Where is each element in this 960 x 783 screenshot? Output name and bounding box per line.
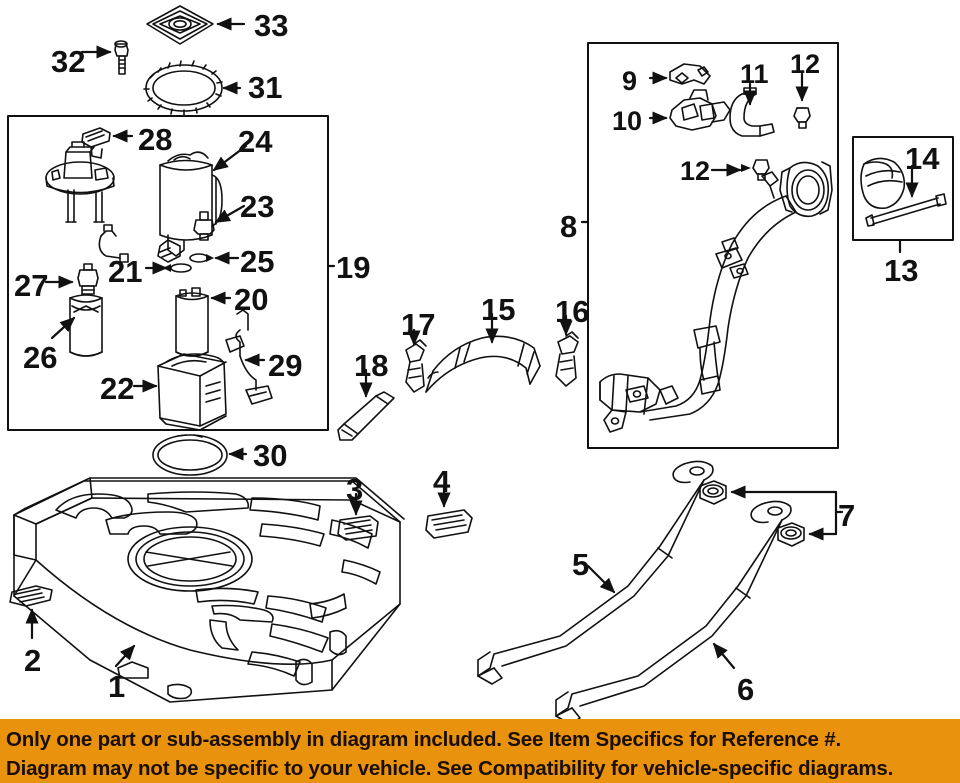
callout-3: 3 (346, 472, 364, 507)
sender-29-part (225, 309, 273, 405)
cover-33-part (146, 5, 214, 45)
callout-25: 25 (240, 244, 275, 279)
callout-19: 19 (336, 250, 371, 285)
clip-12-lower-part (741, 159, 770, 181)
cap-tether-part (865, 193, 947, 227)
callout-21: 21 (108, 254, 143, 289)
callout-9: 9 (622, 66, 638, 96)
callout-32: 32 (51, 44, 86, 79)
fuel-pump-module-box (7, 115, 329, 431)
callout-22: 22 (100, 371, 135, 406)
bracket-9-part (669, 63, 711, 85)
filler-neck-box (587, 42, 839, 449)
tank-cushion-4-part (425, 509, 473, 539)
valve-10-part (669, 89, 731, 131)
callout-27: 27 (14, 268, 49, 303)
callout-13: 13 (884, 253, 919, 288)
fuel-cap-kit-box (852, 136, 954, 241)
lock-ring-30-part (152, 434, 228, 476)
connector-28-part (81, 127, 111, 159)
callout-15: 15 (481, 292, 516, 327)
callout-18: 18 (354, 348, 389, 383)
callout-31: 31 (248, 70, 283, 105)
filler-neck-assembly-part (599, 161, 833, 433)
callout-5: 5 (572, 547, 590, 582)
callout-20: 20 (234, 282, 269, 317)
callout-12-top: 12 (790, 49, 821, 79)
callout-12-lower: 12 (680, 156, 711, 186)
reservoir-22-part (157, 353, 227, 431)
fuel-filter-24-part (157, 151, 223, 263)
callout-10: 10 (612, 106, 643, 136)
leader-lines (25, 17, 919, 670)
tank-cushion-3-part (337, 515, 379, 541)
strap-nuts-part (699, 480, 805, 547)
filler-hose-part (425, 335, 541, 393)
fuel-tank-part (13, 477, 405, 703)
callout-11: 11 (740, 59, 769, 89)
clip-12-top-part (793, 107, 811, 129)
disclaimer-line-2: Diagram may not be specific to your vehi… (6, 756, 894, 780)
tank-cushion-left-part (9, 585, 53, 607)
retainer-31-part (143, 60, 223, 116)
callout-4: 4 (433, 464, 451, 499)
fuel-cap-kit-part (860, 157, 906, 210)
callout-26: 26 (23, 340, 58, 375)
gasket-21-part (163, 263, 192, 273)
callout-8: 8 (560, 209, 578, 244)
callout-23: 23 (240, 189, 275, 224)
callout-14: 14 (905, 141, 940, 176)
hose-11-part (729, 87, 775, 137)
callout-33: 33 (254, 8, 289, 43)
disclaimer-banner: Only one part or sub-assembly in diagram… (0, 719, 960, 783)
tank-strap-left-part (477, 460, 714, 685)
pump-flange-assembly (45, 141, 115, 223)
callout-2: 2 (24, 643, 42, 678)
clamp-16-part (555, 331, 579, 387)
regulator-27-part (77, 224, 129, 295)
callout-1: 1 (108, 669, 126, 704)
callout-17: 17 (401, 307, 436, 342)
disclaimer-line-1: Only one part or sub-assembly in diagram… (6, 727, 841, 751)
callout-24: 24 (238, 124, 273, 159)
callout-6: 6 (737, 672, 755, 707)
clamp-17-part (405, 339, 427, 393)
callout-28: 28 (138, 122, 173, 157)
oring-25-part (189, 253, 214, 263)
breather-tube-18-part (337, 391, 395, 441)
callout-16: 16 (555, 294, 590, 329)
callout-29: 29 (268, 348, 303, 383)
callout-7: 7 (838, 498, 856, 533)
callout-30: 30 (253, 438, 288, 473)
fuel-pump-20-part (175, 287, 209, 357)
grommet-23-part (193, 211, 215, 241)
bolt-32-part (114, 40, 129, 75)
filter-26-part (69, 294, 103, 357)
